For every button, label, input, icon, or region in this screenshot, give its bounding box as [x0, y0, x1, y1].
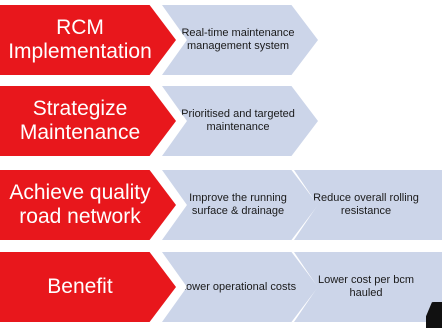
- step-achieve-quality-road-network: Achieve quality road network: [0, 170, 176, 240]
- detail-prioritised-maintenance: Prioritised and targeted maintenance: [162, 86, 318, 156]
- step-strategize-maintenance: Strategize Maintenance: [0, 86, 176, 156]
- detail-label: Improve the running surface & drainage: [189, 192, 287, 217]
- cropped-graphic-fragment: [426, 302, 442, 328]
- step-label: Benefit: [47, 275, 113, 298]
- detail-label: Lower operational costs: [179, 280, 297, 293]
- detail-lower-cost-per-bcm: Lower cost per bcm hauled: [294, 252, 442, 322]
- detail-improve-running-surface: Improve the running surface & drainage: [162, 170, 318, 240]
- detail-label: Real-time maintenance management system: [181, 27, 295, 52]
- detail-label: Prioritised and targeted maintenance: [181, 108, 295, 133]
- step-label: Strategize Maintenance: [19, 97, 141, 144]
- detail-reduce-rolling-resistance: Reduce overall rolling resistance: [294, 170, 442, 240]
- step-label: RCM Implementation: [8, 16, 152, 63]
- step-rcm-implementation: RCM Implementation: [0, 5, 176, 75]
- detail-label: Lower cost per bcm hauled: [318, 274, 414, 299]
- detail-label: Reduce overall rolling resistance: [313, 192, 419, 217]
- step-label: Achieve quality road network: [9, 181, 151, 228]
- detail-lower-operational-costs: Lower operational costs: [162, 252, 318, 322]
- step-benefit: Benefit: [0, 252, 176, 322]
- detail-real-time-maintenance: Real-time maintenance management system: [162, 5, 318, 75]
